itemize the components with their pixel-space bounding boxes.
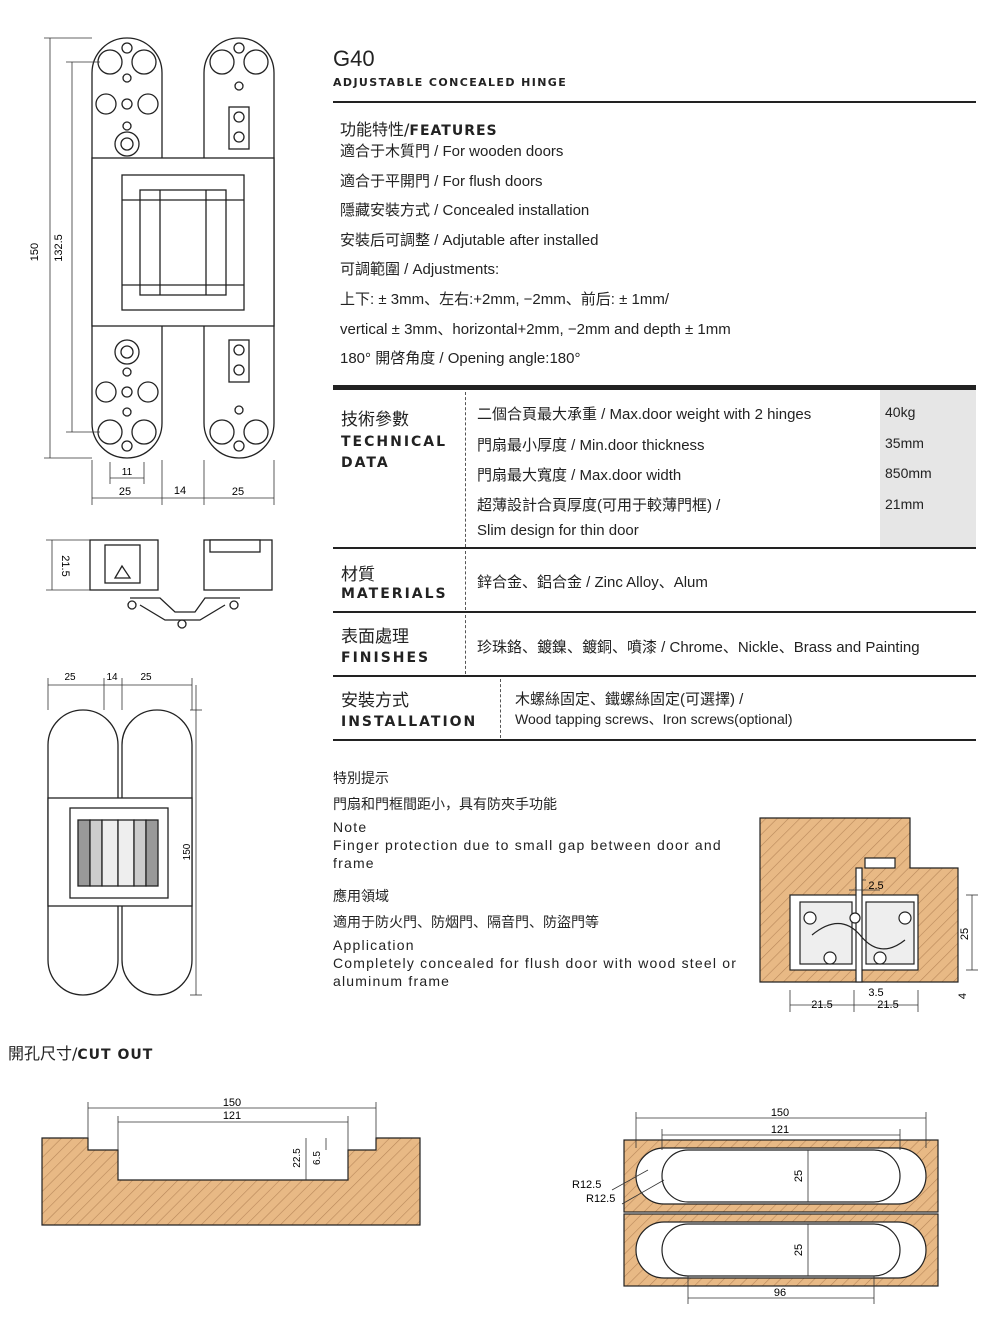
hinge-side-view (89, 539, 273, 629)
installation-heading-en: Installation (341, 714, 478, 730)
dim-150-label: 150 (771, 1107, 789, 1119)
features-heading: 功能特性/Features (340, 116, 498, 140)
table-rule (333, 611, 976, 613)
table-rule (333, 547, 976, 549)
finishes-heading-cn: 表面處理 (341, 627, 409, 647)
dim-25-label: 25 (959, 928, 971, 940)
dim-25-label: 25 (64, 672, 76, 683)
materials-heading-cn: 材質 (341, 565, 375, 585)
dim-25-label: 25 (119, 486, 131, 498)
dim-14-label: 14 (174, 485, 186, 497)
tech-row-label: 超薄設計合頁厚度(可用于較薄門框) / (477, 497, 721, 514)
dim-25-label: 25 (793, 1244, 805, 1256)
finishes-text: 珍珠鉻、鍍鎳、鍍銅、噴漆 / Chrome、Nickle、Brass and P… (477, 639, 920, 656)
installation-text-cn: 木螺絲固定、鐵螺絲固定(可選擇) / (515, 691, 744, 708)
feature-item: vertical ± 3mm、horizontal+2mm, −2mm and … (340, 321, 731, 338)
dim-25-label: 25 (232, 486, 244, 498)
hinge-front-view (91, 37, 275, 459)
tech-row-value: 40kg (885, 404, 916, 420)
front-view-dimensions (44, 37, 275, 505)
dim-6-5-label: 6.5 (312, 1151, 323, 1165)
materials-divider (465, 551, 466, 610)
feature-item: 上下: ± 3mm、左右:+2mm, −2mm、前后: ± 1mm/ (340, 291, 669, 308)
tech-row-label: 門扇最大寬度 / Max.door width (477, 467, 682, 484)
note-en-text: Finger protection due to small gap betwe… (333, 837, 722, 871)
dim-14-label: 14 (106, 672, 118, 683)
cutout-heading-en: Cut out (77, 1047, 154, 1063)
header-rule (333, 101, 976, 103)
tech-slim-note: Slim design for thin door (477, 522, 639, 539)
features-heading-cn: 功能特性/ (340, 120, 410, 139)
cutout-plan-drawing (623, 1139, 939, 1287)
dim-2-5-label: 2.5 (868, 880, 883, 892)
feature-item: 可調範圍 / Adjustments: (340, 261, 500, 278)
feature-item: 180° 開啓角度 / Opening angle:180° (340, 350, 581, 367)
tech-row-label: 門扇最小厚度 / Min.door thickness (477, 437, 705, 454)
tech-row-value: 850mm (885, 465, 932, 481)
application-cn-title: 應用領域 (333, 888, 389, 904)
technical-heading-en: Technical (341, 434, 448, 450)
installation-heading-cn: 安裝方式 (341, 691, 409, 711)
dim-150-label: 150 (223, 1097, 241, 1109)
technical-divider (465, 392, 466, 547)
materials-text: 鋅合金、鋁合金 / Zinc Alloy、Alum (477, 574, 708, 591)
dim-11-label: 11 (122, 467, 133, 478)
dim-21-5-label: 21.5 (877, 999, 898, 1011)
table-bottom-rule (333, 739, 976, 741)
application-en-text: Completely concealed for flush door with… (333, 955, 738, 989)
dim-150-label: 150 (29, 243, 41, 261)
table-top-rule (333, 385, 976, 390)
finishes-heading-en: Finishes (341, 650, 431, 666)
features-heading-en: Features (409, 123, 498, 139)
cutout-heading-cn: 開孔尺寸/ (8, 1044, 78, 1063)
tech-row-value: 35mm (885, 435, 924, 451)
materials-heading-en: Materials (341, 586, 448, 602)
radius-12-5-label: R12.5 (572, 1179, 601, 1191)
feature-item: 適合于木質門 / For wooden doors (340, 143, 564, 160)
note-cn-text: 門扇和門框間距小，具有防夾手功能 (333, 796, 557, 812)
dim-3-5-label: 3.5 (868, 987, 883, 999)
dim-21-5-label: 21.5 (59, 555, 71, 576)
application-cn-text: 適用于防火門、防烟門、隔音門、防盜門等 (333, 914, 599, 930)
dim-21-5-label: 21.5 (811, 999, 832, 1011)
tech-row-value: 21mm (885, 496, 924, 512)
cutout-section-drawing (41, 1137, 421, 1226)
dim-4-label: 4 (957, 993, 969, 999)
dim-22-5-label: 22.5 (292, 1148, 303, 1168)
dim-96-label: 96 (774, 1287, 786, 1299)
installation-text-en: Wood tapping screws、Iron screws(optional… (515, 711, 793, 727)
value-column-shade (880, 390, 976, 547)
feature-item: 安裝后可調整 / Adjutable after installed (340, 232, 599, 249)
radius-12-5-label: R12.5 (586, 1193, 615, 1205)
technical-heading-cn: 技術參數 (341, 410, 409, 430)
application-en-title: Application (333, 937, 415, 953)
hinge-face-view (47, 709, 193, 996)
dim-150-label: 150 (182, 843, 193, 860)
table-rule (333, 675, 976, 677)
product-subtitle: Adjustable Concealed Hinge (333, 76, 568, 89)
dim-132-5-label: 132.5 (53, 234, 65, 262)
feature-item: 隱藏安裝方式 / Concealed installation (340, 202, 590, 219)
installation-divider (500, 679, 501, 738)
dim-121-label: 121 (771, 1124, 789, 1136)
finishes-divider (465, 615, 466, 674)
note-cn-title: 特別提示 (333, 770, 389, 786)
dim-25-label: 25 (793, 1170, 805, 1182)
installation-section-drawing (759, 817, 959, 983)
cutout-heading: 開孔尺寸/Cut out (8, 1040, 153, 1064)
tech-row-label: 二個合頁最大承重 / Max.door weight with 2 hinges (477, 406, 812, 423)
dim-121-label: 121 (223, 1110, 241, 1122)
model-title: G40 (333, 46, 375, 71)
feature-item: 適合于平開門 / For flush doors (340, 173, 543, 190)
dim-25-label: 25 (140, 672, 152, 683)
note-en-title: Note (333, 819, 368, 835)
technical-heading-en-2: Data (341, 455, 390, 471)
